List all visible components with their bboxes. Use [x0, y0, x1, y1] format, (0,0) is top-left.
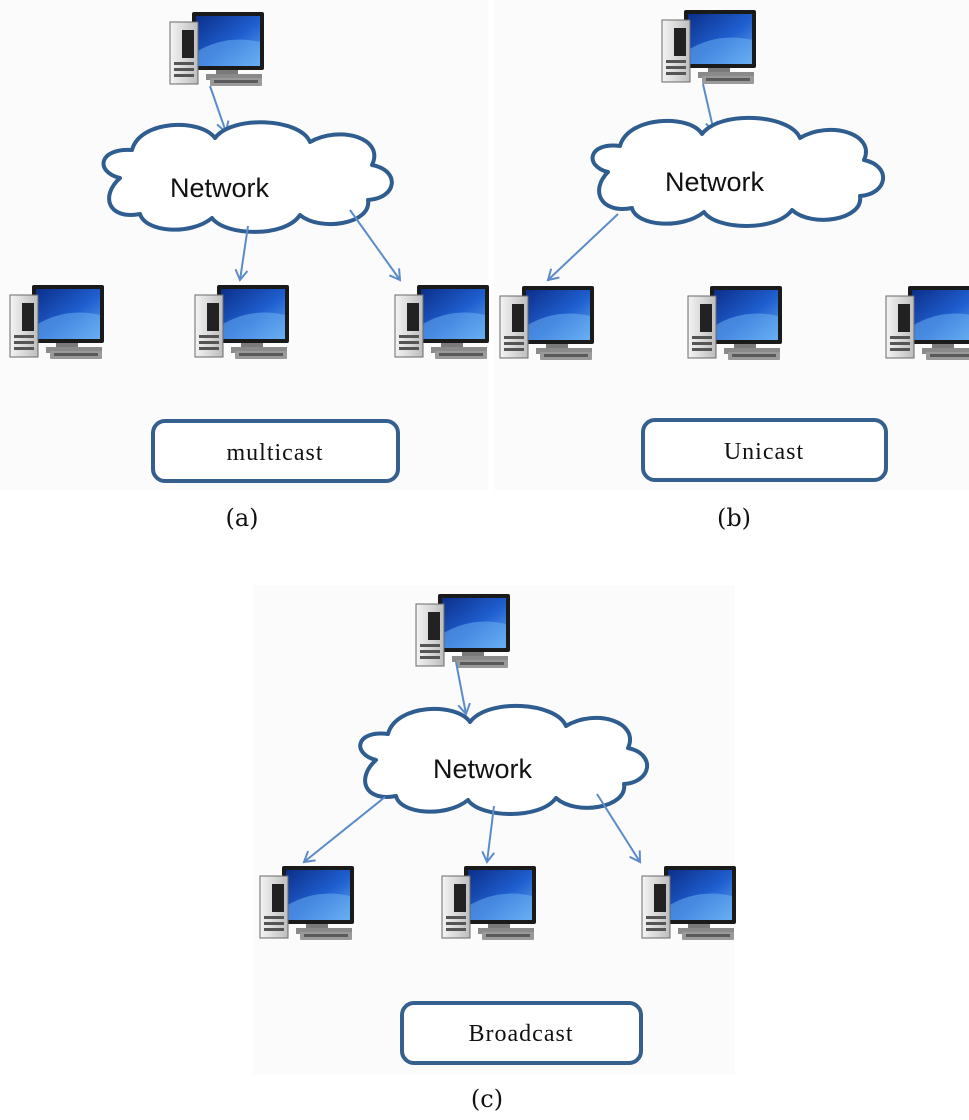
arrow-icon — [596, 793, 642, 864]
desktop-computer-icon — [194, 284, 290, 360]
network-cloud-icon — [101, 120, 394, 234]
desktop-computer-icon — [641, 865, 737, 941]
type-label-box — [400, 1001, 643, 1065]
desktop-computer-icon — [687, 285, 783, 361]
desktop-computer-icon — [169, 11, 265, 87]
arrow-icon — [455, 661, 471, 716]
caption-b: (b) — [717, 504, 751, 532]
cloud-label: Network — [433, 754, 533, 784]
cloud-label: Network — [665, 167, 765, 197]
caption-a: (a) — [225, 504, 258, 532]
arrow-icon — [209, 85, 230, 134]
arrow-icon — [234, 225, 249, 282]
type-label: multicast — [227, 440, 324, 466]
type-label-box — [151, 419, 400, 483]
arrow-icon — [302, 796, 386, 864]
panel-multicast: Network multicast — [9, 11, 490, 483]
cloud-label: Network — [170, 173, 270, 203]
arrow-icon — [349, 209, 402, 282]
type-label-box — [641, 418, 888, 482]
panel-a-background — [0, 0, 488, 490]
desktop-computer-icon — [441, 865, 537, 941]
panel-unicast: Network Unicast — [499, 9, 969, 482]
panel-broadcast: Network Broadcast — [259, 593, 737, 1065]
network-cloud-icon — [590, 116, 885, 228]
desktop-computer-icon — [415, 593, 511, 669]
desktop-computer-icon — [885, 285, 969, 361]
desktop-computer-icon — [259, 865, 355, 941]
arrow-icon — [546, 213, 619, 282]
desktop-computer-icon — [394, 284, 490, 360]
type-label: Unicast — [724, 439, 804, 465]
desktop-computer-icon — [661, 9, 757, 85]
type-label: Broadcast — [469, 1021, 574, 1047]
network-cloud-icon — [358, 704, 649, 816]
desktop-computer-icon — [499, 285, 595, 361]
desktop-computer-icon — [9, 284, 105, 360]
arrow-icon — [481, 805, 495, 864]
caption-c: (c) — [471, 1085, 503, 1113]
